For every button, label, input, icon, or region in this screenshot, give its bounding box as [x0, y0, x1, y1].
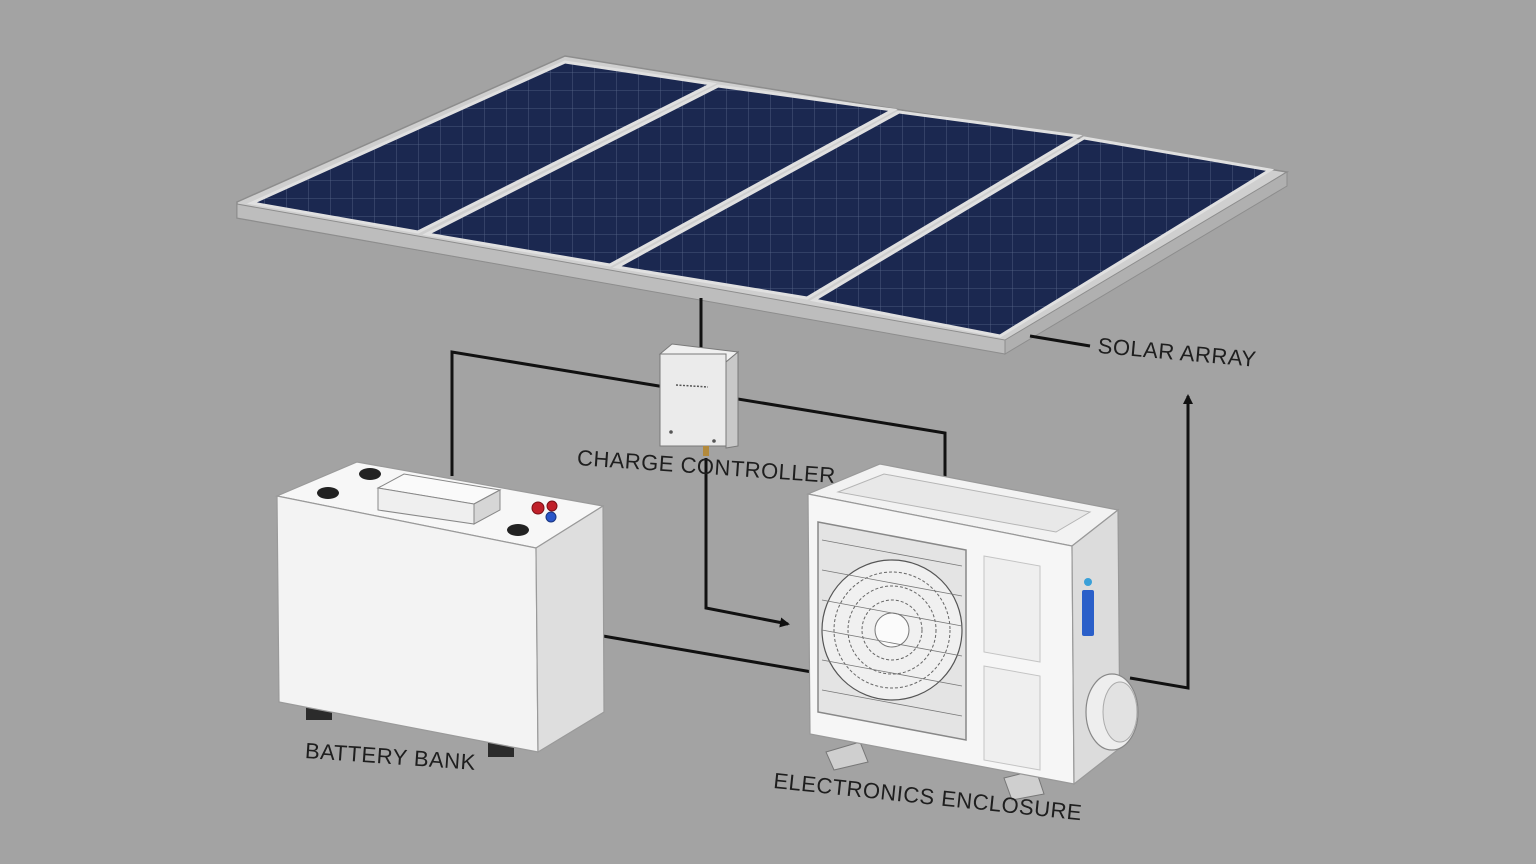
charge-controller: [658, 343, 740, 456]
battery-terminal-blue: [545, 511, 557, 523]
battery-terminal-right: [507, 524, 529, 536]
battery-bank: [274, 461, 605, 757]
enclosure-panel-lower: [983, 665, 1041, 771]
solar-array-leader: [1029, 334, 1091, 348]
enclosure-foot-left: [825, 741, 869, 771]
wire-battery-to-enclosure: [602, 634, 813, 674]
solar-panel-2: [422, 84, 898, 267]
solar-array: [236, 55, 1290, 355]
battery-terminal-rear: [359, 468, 381, 480]
battery-terminal-red: [531, 501, 545, 515]
enclosure-panel-upper: [983, 555, 1041, 663]
solar-panel-4: [809, 136, 1275, 338]
electronics-enclosure: [805, 463, 1139, 801]
battery-terminal-red-2: [546, 500, 558, 512]
wire-controller-to-enclosure: [704, 458, 790, 628]
solar-panel-1: [246, 60, 717, 234]
wire-enclosure-to-array: [1129, 394, 1193, 690]
solar-array-side-edge: [1004, 171, 1288, 355]
fan-hub: [874, 612, 910, 648]
battery-terminal-left: [317, 487, 339, 499]
status-indicator: [1082, 590, 1094, 636]
solar-panel-3: [612, 110, 1083, 300]
battery-side: [535, 504, 605, 754]
